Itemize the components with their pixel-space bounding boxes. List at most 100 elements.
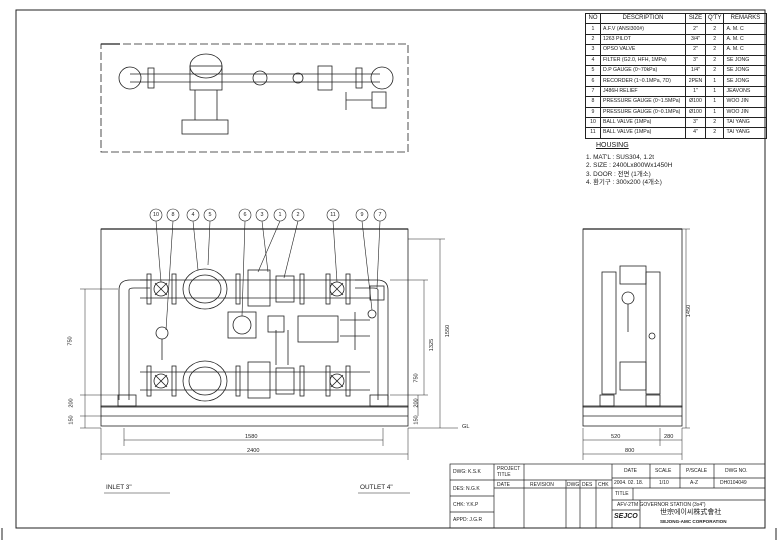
balloon-label: 6 (243, 212, 247, 218)
bom-cell: 5 (585, 64, 601, 77)
dim-750: 750 (67, 336, 74, 346)
title-block-scale-label: SCALE (655, 468, 672, 474)
bom-header-row: NO DESCRIPTION SIZE Q'TY REMARKS (585, 12, 768, 25)
bom-cell: RECORDER (1~0.1MPa, 7D) (600, 75, 686, 87)
housing-item: 4. 환기구 : 300x200 (4개소) (586, 179, 662, 187)
bom-cell: 2 (704, 127, 725, 139)
title-block-title-value: AFV-2TM GOVERNOR STATION (3x4") (617, 502, 706, 508)
dim-150-left: 150 (68, 415, 75, 425)
bom-cell: 2 (704, 33, 725, 46)
dim-side-280: 280 (664, 434, 674, 440)
bom-cell: 3 (585, 44, 601, 56)
housing-item: 3. DOOR : 전면 (1개소) (586, 170, 651, 178)
bom-cell: 2" (685, 44, 706, 56)
housing-item: 1. MAT'L : SUS304, 1.2t (586, 153, 654, 161)
bom-header-qty: Q'TY (704, 12, 725, 25)
outer-border (15, 9, 766, 529)
dim-200-left: 200 (68, 398, 75, 408)
title-block-dwg: DWG: K.S.K (453, 469, 481, 475)
bom-cell: 1 (704, 106, 725, 118)
front-view (100, 228, 409, 427)
dim-side-520: 520 (611, 434, 621, 440)
bom-cell: OPSO VALVE (600, 44, 686, 56)
outlet-label: OUTLET 4" (360, 484, 393, 491)
ground-level-label: GL (462, 424, 470, 430)
dim-front-total: 2400 (247, 448, 260, 454)
bom-cell: TAI YANG (723, 127, 768, 139)
balloon-label: 5 (208, 212, 212, 218)
bom-cell: WOO JIN (723, 96, 768, 108)
bom-cell: 10 (585, 116, 601, 129)
bom-cell: 4 (585, 54, 601, 66)
bom-cell: 7 (585, 85, 601, 98)
company-name-english: SEJONG-AMC CORPORATION (660, 519, 727, 524)
balloon-label: 7 (378, 212, 382, 218)
bom-cell: 2 (704, 64, 725, 77)
title-block-chk-header: CHK (598, 482, 609, 488)
bom-cell: Ø100 (685, 96, 706, 108)
title-block-title-label: TITLE (615, 491, 629, 497)
balloon-label: 4 (191, 212, 195, 218)
bom-cell: WOO JIN (723, 106, 768, 118)
company-name-korean: 世宗에이씨株式會社 (660, 509, 722, 516)
bom-cell: 9 (585, 106, 601, 118)
bom-cell: SE JONG (723, 64, 768, 77)
bom-cell: 8 (585, 96, 601, 108)
balloon-label: 11 (330, 212, 336, 218)
dim-side-height: 1450 (686, 304, 693, 318)
bom-header-remarks: REMARKS (723, 12, 768, 25)
bom-cell: PRESSURE GAUGE (0~1.5MPa) (600, 96, 686, 108)
side-dimensions (582, 228, 690, 460)
bom-cell: 3" (685, 116, 706, 129)
dim-750-right: 750 (413, 373, 420, 383)
side-view (582, 228, 683, 427)
title-block-revision-header: REVISION (530, 482, 554, 488)
title-block-project-title: PROJECT TITLE (497, 466, 521, 478)
bom-cell: 3" (685, 54, 706, 66)
bom-cell: 2 (585, 33, 601, 46)
bom-header-description: DESCRIPTION (600, 12, 686, 25)
title-block-scale-value: 1/10 (659, 480, 669, 486)
bom-cell: A. M. C (723, 23, 768, 35)
title-block-dwgno-value: DH0104049 (720, 480, 747, 486)
dim-200-right: 200 (413, 398, 420, 408)
title-block-pscale-label: P/SCALE (686, 468, 708, 474)
top-view (100, 43, 409, 153)
balloon-callouts (149, 208, 387, 331)
balloon-label: 3 (260, 212, 264, 218)
bom-cell: 2 (704, 44, 725, 56)
bom-cell: SE JONG (723, 54, 768, 66)
balloon-label: 10 (153, 212, 159, 218)
bom-cell: 1 (704, 85, 725, 98)
bom-cell: BALL VALVE (1MPa) (600, 116, 686, 129)
title-block-date-label: DATE (624, 468, 637, 474)
balloon-label: 2 (296, 212, 300, 218)
dim-front-inner: 1580 (245, 434, 258, 440)
dim-side-total: 800 (625, 448, 635, 454)
bom-cell: TAI YANG (723, 116, 768, 129)
balloon-label: 8 (171, 212, 175, 218)
title-block-pscale-value: A-Z (690, 480, 699, 486)
front-dimensions (80, 238, 458, 494)
bom-cell: 2PEN (685, 75, 706, 87)
bom-cell: 2 (704, 54, 725, 66)
title-block-grid (449, 463, 766, 529)
title-block-chk: CHK: Y.K.P (453, 502, 479, 508)
title-block-des-header: DES (582, 482, 593, 488)
bom-cell: FILTER (G2.0, HFH, 1MPa) (600, 54, 686, 66)
housing-item: 2. SIZE : 2400Lx800Wx1450H (586, 162, 673, 170)
title-block-dwg-header: DWG (567, 482, 580, 488)
dim-150-right: 150 (413, 415, 420, 425)
bom-cell: 2 (704, 23, 725, 35)
bom-cell: 1 (704, 96, 725, 108)
